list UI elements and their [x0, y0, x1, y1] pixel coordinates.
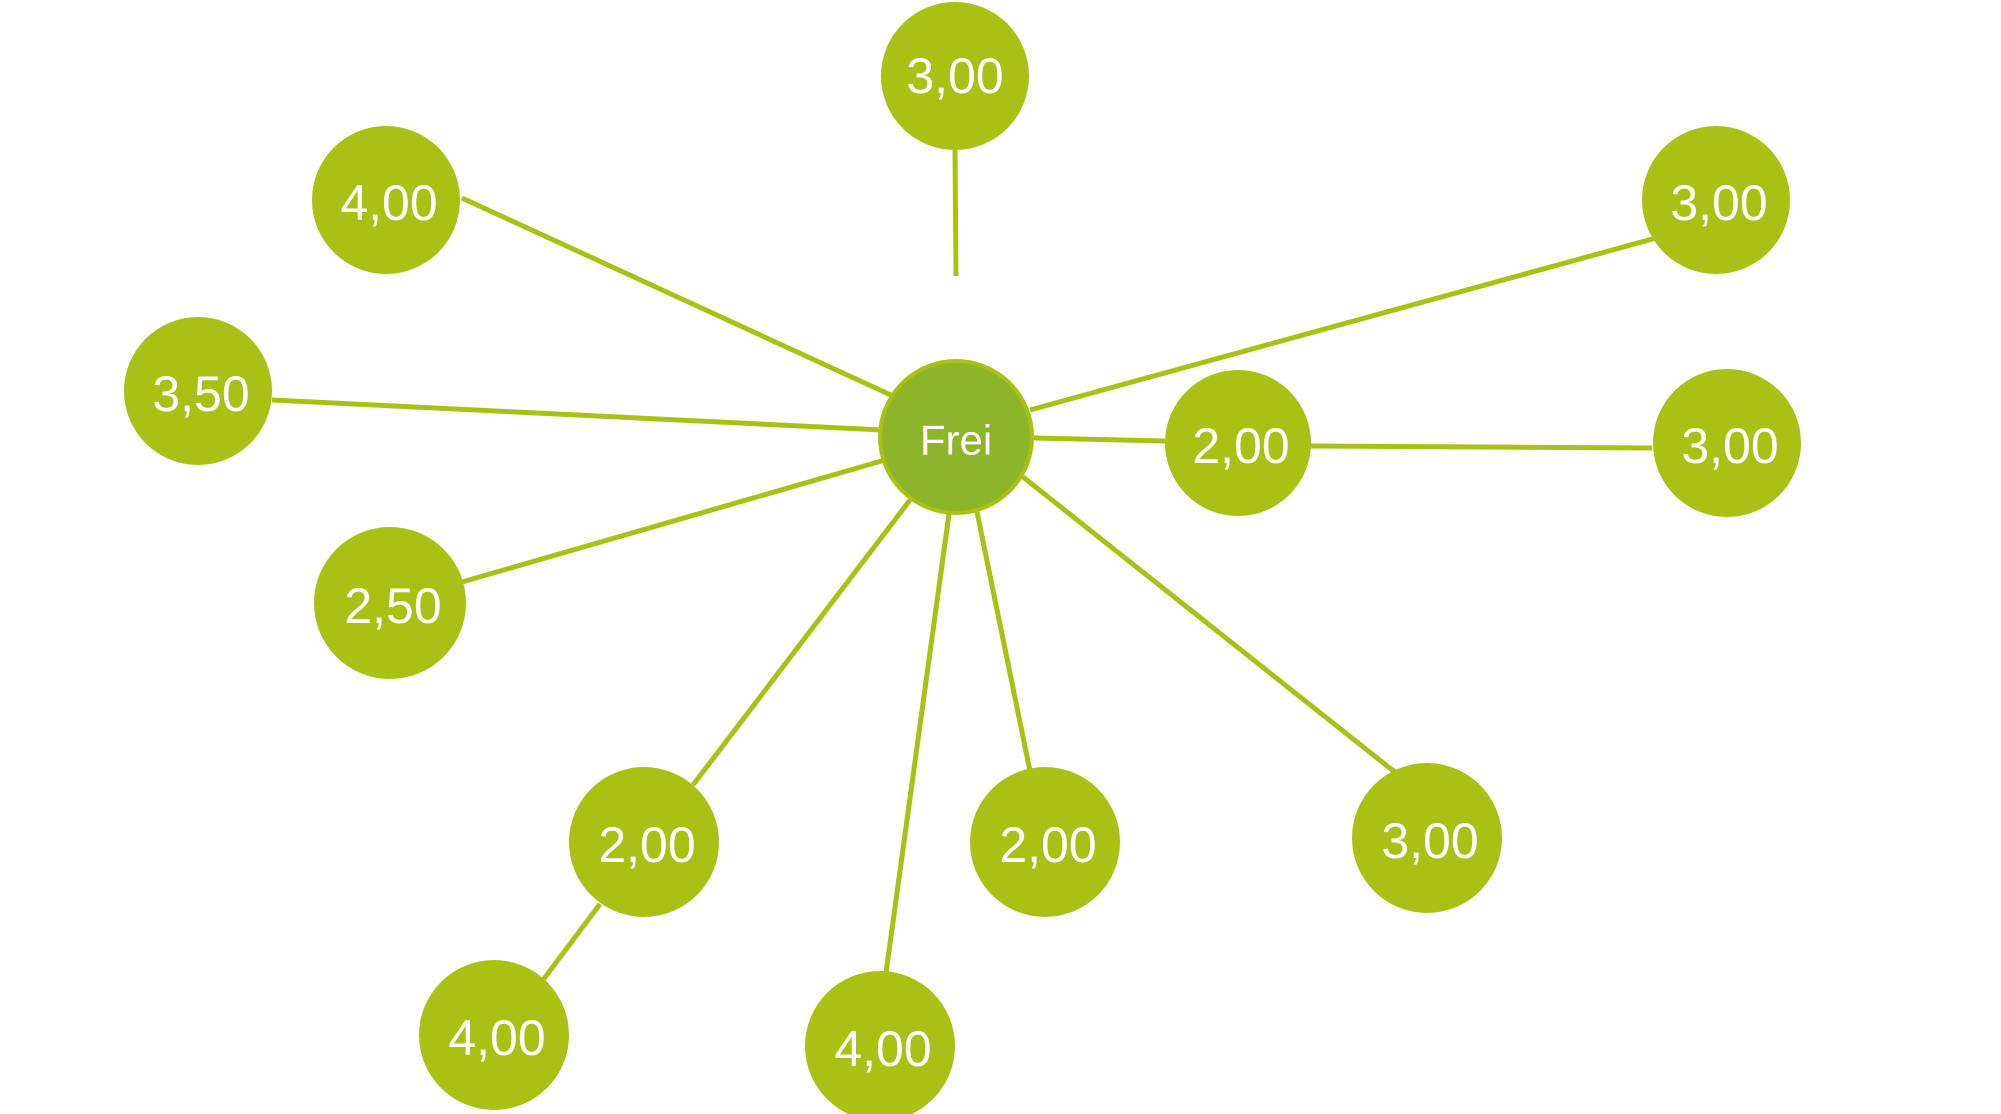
- node-circle: [124, 317, 272, 465]
- node-label: 4,00: [340, 175, 437, 231]
- node-circle: [1165, 370, 1311, 516]
- node-label: 3,00: [1681, 418, 1778, 474]
- node-label: 4,00: [834, 1021, 931, 1077]
- node-circle: [1653, 369, 1801, 517]
- node-circle: [1352, 763, 1502, 913]
- node-bottom-right: 3,00: [1352, 763, 1502, 913]
- node-label: 3,50: [152, 366, 249, 422]
- hub-node: Frei: [878, 359, 1034, 515]
- node-left: 3,50: [124, 317, 272, 465]
- edge-hub-bottom-middle: [974, 511, 1033, 772]
- node-upper-left: 4,00: [312, 126, 460, 274]
- edge-hub-bottom: [883, 513, 952, 974]
- hub-circle: [878, 359, 1034, 515]
- node-label: 2,00: [999, 817, 1096, 873]
- node-bottom-left-outer: 4,00: [419, 960, 569, 1110]
- node-label: 3,00: [1381, 813, 1478, 869]
- node-label: 2,50: [344, 578, 441, 634]
- node-bottom-left-inner: 2,00: [569, 767, 719, 917]
- edge-hub-bottom-left-inner: [691, 498, 912, 787]
- node-circle: [569, 767, 719, 917]
- hub-label: Frei: [920, 417, 992, 464]
- edge-bottom-left-inner-outer: [541, 902, 602, 982]
- edge-hub-top: [952, 149, 959, 277]
- node-bottom: 4,00: [805, 971, 955, 1114]
- node-label: 2,00: [598, 817, 695, 873]
- node-circle: [805, 971, 955, 1114]
- node-circle: [312, 126, 460, 274]
- node-circle: [419, 960, 569, 1110]
- edge-inner-right-far-right: [1309, 443, 1653, 451]
- edge-hub-upper-left: [460, 195, 895, 399]
- node-circle: [881, 2, 1029, 150]
- node-top: 3,00: [881, 2, 1029, 150]
- node-far-right: 3,00: [1653, 369, 1801, 517]
- edges: [271, 149, 1657, 982]
- node-label: 3,00: [1670, 175, 1767, 231]
- edge-hub-left: [271, 397, 883, 433]
- node-circle: [970, 767, 1120, 917]
- node-bottom-middle: 2,00: [970, 767, 1120, 917]
- node-circle: [314, 527, 466, 679]
- edge-hub-upper-right: [1029, 235, 1657, 413]
- edge-hub-bottom-right: [1021, 475, 1398, 775]
- edge-hub-lower-left: [461, 457, 886, 585]
- node-inner-right: 2,00: [1165, 370, 1311, 516]
- node-lower-left: 2,50: [314, 527, 466, 679]
- edge-hub-inner-right: [1033, 435, 1166, 444]
- node-upper-right: 3,00: [1642, 126, 1790, 274]
- node-label: 4,00: [448, 1010, 545, 1066]
- node-label: 2,00: [1192, 418, 1289, 474]
- node-label: 3,00: [906, 48, 1003, 104]
- node-circle: [1642, 126, 1790, 274]
